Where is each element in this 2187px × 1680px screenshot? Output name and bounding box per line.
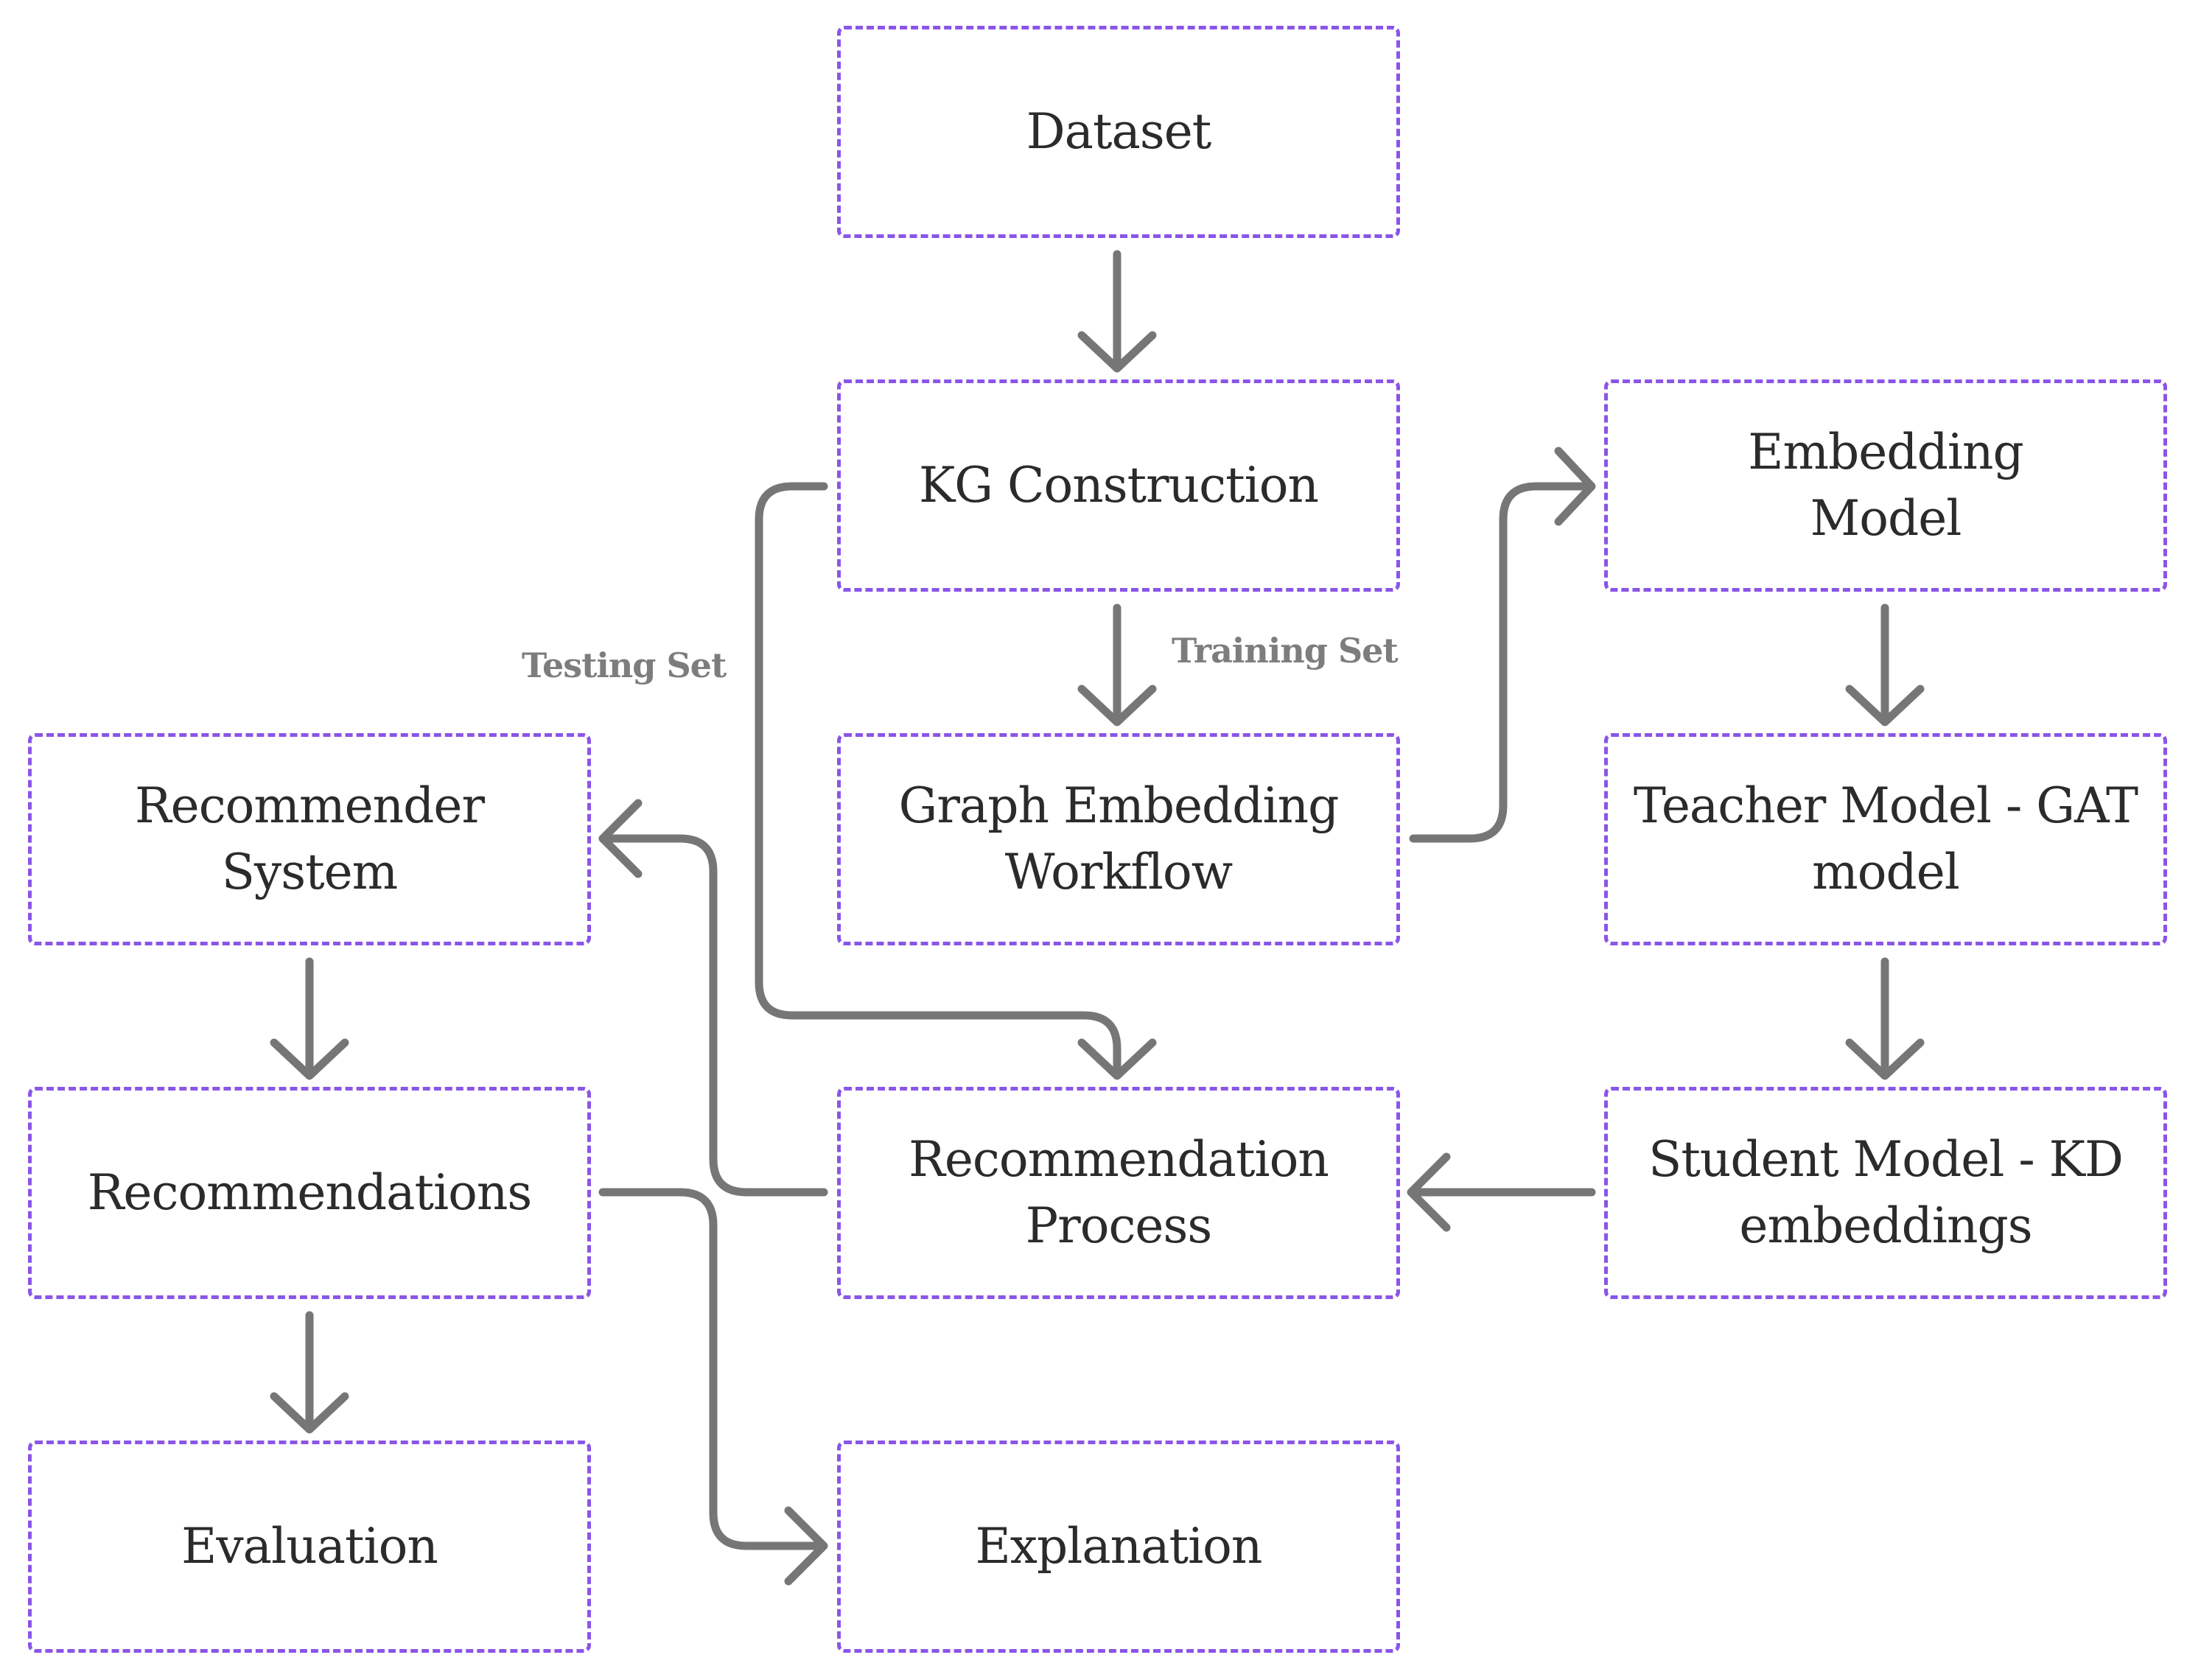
node-label: Embedding Model: [1748, 424, 2023, 547]
arrow-recommendation-process-to-recommender: [598, 799, 828, 1197]
node-label: KG Construction: [918, 457, 1319, 514]
arrow-recommendations-to-evaluation: [270, 1311, 349, 1434]
arrow-student-to-recommendation-process: [1407, 1152, 1596, 1232]
node-label: Evaluation: [181, 1518, 438, 1575]
node-label: Teacher Model - GAT model: [1633, 777, 2138, 900]
arrow-embedding-model-to-teacher: [1845, 603, 1925, 727]
arrow-graph-embedding-to-embedding-model: [1409, 447, 1596, 843]
arrow-kg-to-recommendation-process: [755, 482, 1157, 1080]
node-label: Recommendations: [87, 1164, 533, 1221]
edge-label-training-set: Training Set: [1172, 631, 1399, 671]
node-kg-construction: KG Construction: [837, 379, 1400, 592]
arrow-teacher-to-student: [1845, 957, 1925, 1080]
edge-label-testing-set: Testing Set: [522, 645, 727, 685]
node-recommendation-process: Recommendation Process: [837, 1087, 1400, 1299]
node-recommender-system: Recommender System: [28, 733, 591, 945]
node-graph-embedding-workflow: Graph Embedding Workflow: [837, 733, 1400, 945]
node-dataset: Dataset: [837, 26, 1400, 238]
arrow-dataset-to-kg: [1077, 250, 1157, 373]
node-evaluation: Evaluation: [28, 1441, 591, 1653]
node-label: Recommender System: [134, 777, 485, 900]
node-recommendations: Recommendations: [28, 1087, 591, 1299]
node-explanation: Explanation: [837, 1441, 1400, 1653]
node-label: Explanation: [975, 1518, 1263, 1575]
node-label: Graph Embedding Workflow: [898, 777, 1340, 900]
arrow-recommendations-to-explanation: [598, 1188, 828, 1586]
node-label: Recommendation Process: [909, 1131, 1329, 1254]
node-label: Dataset: [1026, 103, 1212, 160]
node-teacher-model: Teacher Model - GAT model: [1604, 733, 2167, 945]
node-student-model: Student Model - KD embeddings: [1604, 1087, 2167, 1299]
arrow-recommender-to-recommendations: [270, 957, 349, 1080]
node-embedding-model: Embedding Model: [1604, 379, 2167, 592]
node-label: Student Model - KD embeddings: [1648, 1131, 2124, 1254]
arrow-kg-to-graph-embedding: [1077, 603, 1157, 727]
